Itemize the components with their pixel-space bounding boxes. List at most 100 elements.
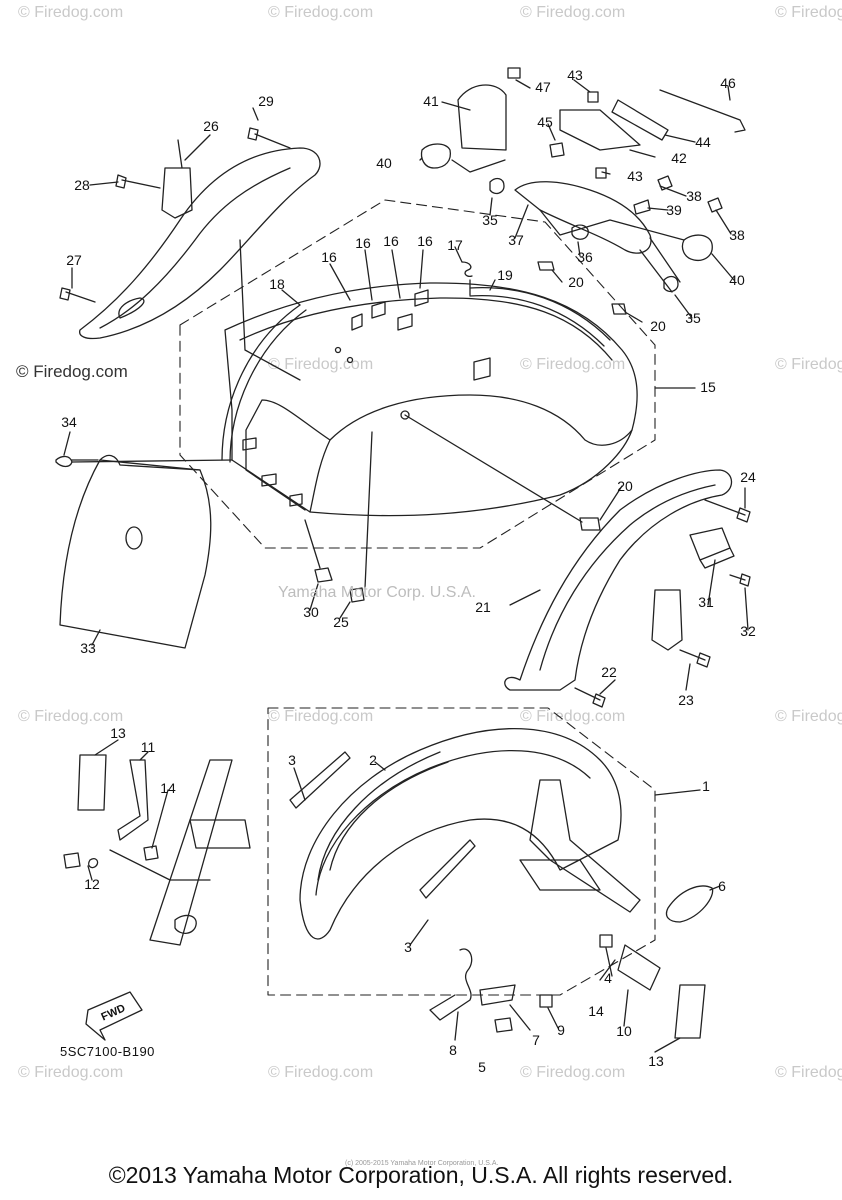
callout-16a: 16 [321, 249, 337, 265]
callout-14b: 14 [588, 1003, 604, 1019]
watermark-row4-1: © Firedog.com [18, 1064, 124, 1081]
callout-38a: 38 [686, 188, 702, 204]
watermark-row4-4: © Firedog.com [775, 1064, 842, 1081]
callout-41: 41 [423, 93, 439, 109]
callout-27: 27 [66, 252, 82, 268]
callout-36: 36 [577, 249, 593, 265]
callout-3b: 3 [404, 939, 412, 955]
callout-34: 34 [61, 414, 77, 430]
callout-8: 8 [449, 1042, 457, 1058]
cap-36 [571, 224, 589, 240]
callout-13a: 13 [110, 725, 126, 741]
reflector-13-left [77, 754, 107, 811]
callout-45: 45 [537, 114, 553, 130]
watermark-mid-2: © Firedog.com [520, 356, 626, 373]
leader-fender-to-30 [304, 519, 321, 569]
nut-14-left [143, 845, 159, 861]
badge-6 [665, 885, 714, 923]
callout-13b: 13 [648, 1053, 664, 1069]
grab-rail-left-inner [99, 167, 291, 329]
front-fender-body [299, 727, 622, 940]
watermark-row3-3: © Firedog.com [520, 708, 626, 725]
leader-stay-to-fork [109, 849, 211, 881]
rear-fender-body [224, 282, 638, 513]
rear-fender-tab [473, 357, 491, 381]
callout-31: 31 [698, 594, 714, 610]
mud-flap-hole [125, 526, 143, 550]
watermark-row4-3: © Firedog.com [520, 1064, 626, 1081]
callout-20b: 20 [650, 318, 666, 334]
nut-45 [549, 142, 565, 158]
callout-7: 7 [532, 1032, 540, 1048]
front-fender-inner [315, 749, 591, 896]
callout-6: 6 [718, 878, 726, 894]
fwd-arrow-icon [85, 991, 143, 1041]
lamp-arm-37 [514, 181, 652, 254]
nut-20-top [537, 261, 555, 271]
washer-12 [88, 858, 99, 869]
watermark-top-right: © Firedog.com [775, 4, 842, 21]
callout-9: 9 [557, 1022, 565, 1038]
callout-29: 29 [258, 93, 274, 109]
callout-12: 12 [84, 876, 100, 892]
clamp-7 [479, 984, 516, 1006]
leader-rail-to-fender [239, 239, 301, 381]
bolt-22 [574, 687, 606, 708]
mud-flap [59, 459, 212, 649]
grab-rail-left [79, 147, 321, 340]
callout-20a: 20 [568, 274, 584, 290]
reflector-13-right [674, 984, 706, 1039]
callout-16b: 16 [355, 235, 371, 251]
rear-fender-small-slot-3 [289, 493, 303, 507]
rear-fender-slot-3 [397, 313, 413, 331]
reflector-31 [689, 527, 735, 569]
rear-fender-hole-2 [346, 356, 354, 364]
copyright-footer: ©2013 Yamaha Motor Corporation, U.S.A. A… [108, 1162, 734, 1188]
bracket-42 [559, 109, 641, 151]
bolt-9 [539, 994, 553, 1008]
watermark-row3-2: © Firedog.com [268, 708, 374, 725]
reflector-strip-3a [289, 751, 351, 809]
callout-3a: 3 [288, 752, 296, 768]
watermark-top-center-right: © Firedog.com [520, 4, 626, 21]
fender-rail-19 [469, 286, 611, 347]
rear-fender-group-boundary [179, 199, 656, 549]
leader-fender-to-nut20 [404, 414, 583, 523]
tiny-copyright-note: (c) 2005-2015 Yamaha Motor Corporation, … [345, 1160, 499, 1167]
leader-fender-to-25 [364, 431, 373, 589]
callout-15: 15 [700, 379, 716, 395]
bolt-5 [494, 1017, 513, 1033]
bolt-32 [729, 573, 751, 587]
bolt-47 [507, 67, 521, 79]
bolt-27 [59, 287, 96, 303]
callout-26: 26 [203, 118, 219, 134]
callout-35b: 35 [685, 310, 701, 326]
callout-37: 37 [508, 232, 524, 248]
callout-14a: 14 [160, 780, 176, 796]
bolt-24 [704, 499, 751, 523]
rear-fender-small-slot-2 [261, 473, 277, 487]
front-fender-stay [519, 859, 601, 891]
leader-cover-to-40 [451, 159, 506, 173]
cable-guide-8 [429, 948, 473, 1021]
grommet-35-right [663, 275, 679, 293]
callout-5: 5 [478, 1059, 486, 1075]
lamp-arm-tube [639, 237, 681, 293]
cover-41 [457, 84, 507, 151]
callout-1: 1 [702, 778, 710, 794]
front-fender-group-boundary [267, 707, 656, 996]
callout-20c: 20 [617, 478, 633, 494]
mid-watermark: Yamaha Motor Corp. U.S.A. [278, 584, 476, 601]
stay-11 [117, 759, 149, 841]
rear-fender-slot-4 [414, 289, 429, 307]
rear-fender-small-slot-1 [242, 437, 257, 451]
rear-fender-lower [309, 429, 633, 517]
callout-22: 22 [601, 664, 617, 680]
bolt-23 [679, 649, 711, 668]
nut-25 [349, 587, 365, 603]
callout-23: 23 [678, 692, 694, 708]
fender-rail-18 [221, 304, 307, 463]
nut-30 [314, 567, 333, 583]
grommet-40-right [681, 234, 713, 262]
